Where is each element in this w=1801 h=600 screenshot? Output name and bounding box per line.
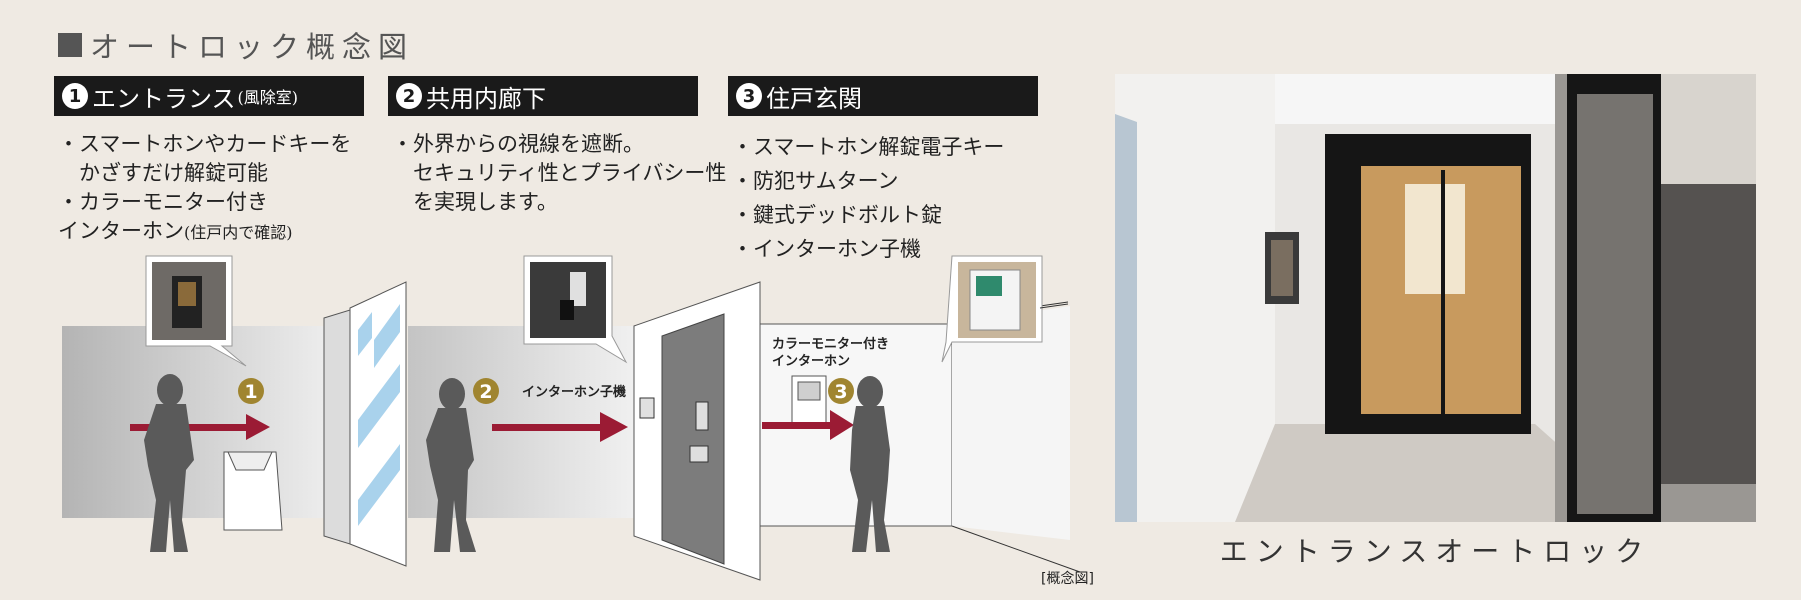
section-1-header: 1 エントランス (風除室) xyxy=(54,76,364,116)
photo-left-wall xyxy=(1115,74,1275,522)
section-2-number: 2 xyxy=(396,83,422,109)
photo-autolock-keys xyxy=(1271,240,1293,296)
intercom-subtext: (住戸内で確認) xyxy=(184,223,293,242)
entrance-panel-keys xyxy=(178,282,196,306)
photo-floor xyxy=(1235,424,1645,522)
section-2-title: 共用内廊下 xyxy=(426,84,546,113)
badge-3-label: 3 xyxy=(834,381,847,403)
glass-reflection xyxy=(374,304,400,368)
entrance-photo xyxy=(1115,74,1756,522)
person-silhouette-2 xyxy=(426,378,476,552)
glass-reflection xyxy=(358,444,400,526)
photo-caption: エントランスオートロック xyxy=(1219,535,1652,568)
arrow-1 xyxy=(130,414,270,440)
person-silhouette-3 xyxy=(850,376,890,552)
entrance-wall xyxy=(62,326,324,518)
page-title: オートロック概念図 xyxy=(58,24,414,66)
partition-frame xyxy=(323,309,351,545)
concept-note: [概念図] xyxy=(1041,571,1094,587)
photo-stone-wall xyxy=(1661,184,1756,484)
intercom-child-label: インターホン子機 xyxy=(522,384,626,400)
floor-line xyxy=(951,525,1081,573)
unit-side-wall xyxy=(952,306,1070,540)
section-1-line: ・カラーモニター付き xyxy=(58,190,268,214)
electronic-lock xyxy=(695,401,709,431)
photo-door-divider xyxy=(1441,170,1445,418)
mail-slot xyxy=(689,445,709,463)
section-1-subtitle: (風除室) xyxy=(237,88,299,107)
badge-2 xyxy=(473,378,499,404)
badge-3 xyxy=(828,378,854,404)
section-3-line: ・スマートホン解錠電子キー xyxy=(732,135,1005,159)
section-2-header: 2 共用内廊下 xyxy=(388,76,698,116)
section-1-line-last: インターホン(住戸内で確認) xyxy=(58,217,351,247)
page-title-text: オートロック概念図 xyxy=(90,30,415,64)
person-silhouette-1 xyxy=(144,374,194,552)
callout-line xyxy=(1039,303,1069,309)
section-2-line: を実現します。 xyxy=(392,190,558,214)
section-3-description: ・スマートホン解錠電子キー ・防犯サムターン ・鍵式デッドボルト錠 ・インターホ… xyxy=(732,130,1004,266)
square-icon xyxy=(58,33,82,57)
glass-reflection xyxy=(358,364,400,448)
unit-door xyxy=(661,313,725,565)
section-1-line: ・スマートホンやカードキーを xyxy=(58,132,352,156)
photo-right-glass xyxy=(1577,94,1653,514)
section-1-number: 1 xyxy=(62,83,88,109)
photo-left-window xyxy=(1115,114,1137,522)
door-lock-handle xyxy=(560,300,574,320)
glass-reflection xyxy=(358,312,372,356)
section-2-description: ・外界からの視線を遮断。 セキュリティ性とプライバシー性 を実現します。 xyxy=(392,130,726,217)
photo-ceiling xyxy=(1275,74,1565,124)
section-3-header: 3 住戸玄関 xyxy=(728,76,1038,116)
section-3-line: ・インターホン子機 xyxy=(732,237,921,261)
section-1-description: ・スマートホンやカードキーを かざすだけ解錠可能 ・カラーモニター付き インター… xyxy=(58,130,351,247)
ceiling-line xyxy=(1039,301,1069,307)
section-2-line: セキュリティ性とプライバシー性 xyxy=(392,161,727,185)
photo-corridor-light xyxy=(1405,184,1465,294)
intercom-child-unit xyxy=(639,397,655,419)
arrow-2 xyxy=(492,412,628,442)
autolock-panel-top xyxy=(227,451,273,471)
color-monitor-label-2: インターホン xyxy=(772,354,850,369)
section-3-line: ・防犯サムターン xyxy=(732,169,899,193)
section-3-title: 住戸玄関 xyxy=(766,84,862,113)
badge-1-label: 1 xyxy=(244,381,257,403)
section-1-title: エントランス xyxy=(92,84,236,113)
monitor-screen xyxy=(797,381,821,401)
photo-outside xyxy=(1661,74,1756,184)
section-3-number: 3 xyxy=(736,83,762,109)
color-monitor-display xyxy=(976,276,1002,296)
badge-2-label: 2 xyxy=(479,381,492,403)
intercom-text: インターホン xyxy=(58,219,184,243)
door-lock-keypad xyxy=(570,272,586,306)
color-monitor-label-1: カラーモニター付き xyxy=(772,336,889,352)
arrow-3 xyxy=(762,410,854,440)
badge-1 xyxy=(238,378,264,404)
section-1-line: かざすだけ解錠可能 xyxy=(58,161,268,185)
section-2-line: ・外界からの視線を遮断。 xyxy=(392,132,644,156)
section-3-line: ・鍵式デッドボルト錠 xyxy=(732,203,942,227)
